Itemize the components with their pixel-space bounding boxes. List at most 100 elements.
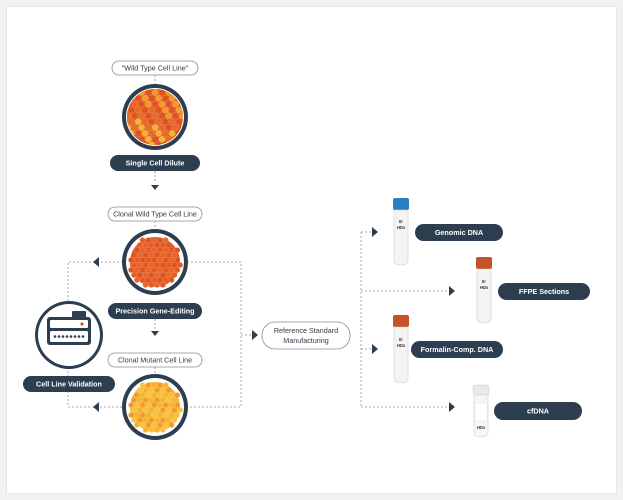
cell <box>138 100 145 108</box>
cell <box>148 106 156 114</box>
cell <box>148 272 155 278</box>
cell <box>151 277 158 283</box>
cell <box>172 100 179 108</box>
cell <box>136 397 143 403</box>
cell <box>136 417 143 423</box>
cell <box>145 237 152 243</box>
genomic-dna-text: Genomic DNA <box>435 228 483 237</box>
cell <box>159 397 166 403</box>
tube-mark-brand: HDx <box>397 343 406 348</box>
cell <box>171 417 178 423</box>
precision-gene-editing-label: Precision Gene-Editing <box>108 303 202 319</box>
cell <box>168 402 175 408</box>
cell <box>175 118 183 126</box>
cell <box>162 422 169 428</box>
cell <box>151 412 158 418</box>
cell <box>148 130 156 137</box>
cell <box>157 277 163 283</box>
cell <box>157 422 163 428</box>
cell <box>165 417 172 423</box>
cell <box>130 397 137 403</box>
formalin-comp-dna-label: Formalin-Comp. DNA <box>411 341 503 358</box>
cell <box>128 412 134 418</box>
cell <box>148 118 156 126</box>
clonal-wild-type-text: Clonal Wild Type Cell Line <box>113 210 197 219</box>
clonal-wild-type-label: Clonal Wild Type Cell Line <box>107 206 203 222</box>
cell <box>145 392 152 398</box>
cfdna-text: cfDNA <box>527 407 549 416</box>
cell <box>165 397 172 403</box>
tube-mark-brand: HDx <box>477 425 486 430</box>
cell <box>154 387 161 393</box>
cell <box>139 412 146 418</box>
cell <box>159 272 166 278</box>
cell <box>127 112 132 120</box>
cell <box>148 141 156 145</box>
cell <box>139 267 146 273</box>
cell <box>145 100 152 108</box>
cell <box>139 402 146 408</box>
arrow-right-ffpe <box>449 286 455 296</box>
cell <box>139 257 146 263</box>
arrow-right-formalin <box>372 344 378 354</box>
cell <box>151 237 158 243</box>
cell <box>134 130 142 137</box>
ffpe-sections-text: FFPE Sections <box>519 287 569 296</box>
cell <box>159 262 166 268</box>
tube-mark-brand: HDx <box>397 225 406 230</box>
cell <box>165 272 172 278</box>
cell <box>133 412 140 418</box>
cell <box>174 247 181 253</box>
cell <box>154 252 161 258</box>
cell <box>171 397 178 403</box>
cell <box>162 267 169 273</box>
cell <box>154 242 161 248</box>
cell <box>142 397 149 403</box>
cell <box>145 277 152 283</box>
cell <box>128 106 135 114</box>
cell <box>151 247 158 253</box>
cell <box>130 417 137 423</box>
cell <box>159 282 166 288</box>
cell <box>142 262 149 268</box>
cell <box>141 106 149 114</box>
cell <box>145 112 152 120</box>
cell <box>154 262 161 268</box>
arrow-down-2 <box>151 331 159 336</box>
cell <box>174 267 181 273</box>
cell <box>148 427 155 433</box>
cell <box>133 257 140 263</box>
cell <box>158 124 166 131</box>
cell <box>174 392 181 398</box>
cell <box>142 252 149 258</box>
cell <box>145 382 152 388</box>
arrow-right-ref <box>252 330 258 340</box>
cell <box>151 392 158 398</box>
cell <box>142 387 149 393</box>
arrow-down-1 <box>151 185 159 190</box>
cell <box>168 118 176 126</box>
cell <box>154 397 161 403</box>
cell <box>145 267 152 273</box>
cell <box>136 262 143 268</box>
cell <box>172 112 179 120</box>
cell <box>148 387 155 393</box>
cell <box>145 422 152 428</box>
cell <box>155 130 162 137</box>
cell <box>155 141 162 145</box>
cell <box>165 407 172 413</box>
cell <box>148 282 155 288</box>
cell <box>162 94 169 102</box>
cell <box>136 242 143 248</box>
cell <box>168 392 175 398</box>
cell <box>165 112 173 120</box>
diagram-canvas: "Wild Type Cell Line" Single Cell Dilute… <box>6 6 617 494</box>
cell <box>133 402 140 408</box>
cell <box>138 124 145 131</box>
cell <box>155 94 162 102</box>
cell <box>133 277 140 283</box>
cell <box>142 242 149 248</box>
arrow-left-2 <box>93 402 99 412</box>
reference-standard-box: Reference Standard Manufacturing <box>261 321 351 350</box>
